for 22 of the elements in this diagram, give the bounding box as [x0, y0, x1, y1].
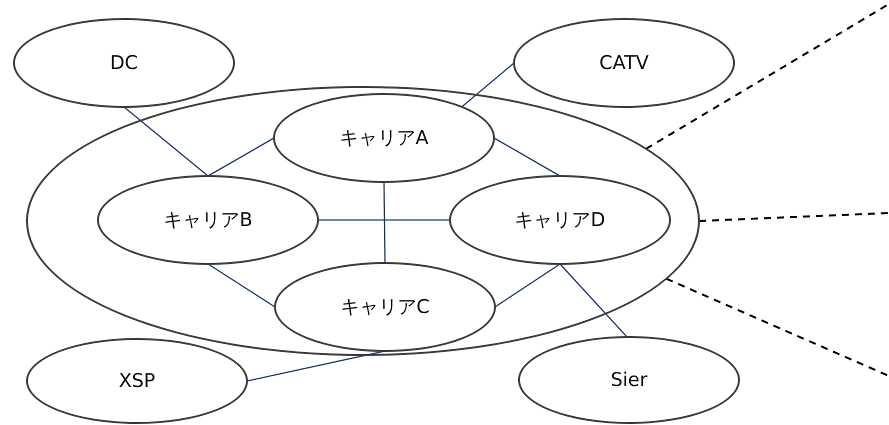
- connector-line: [560, 264, 628, 338]
- node-label: XSP: [118, 370, 156, 392]
- connector-line: [494, 137, 560, 177]
- connector-line: [461, 62, 514, 108]
- node-label: CATV: [599, 52, 649, 74]
- dashed-line: [646, 3, 889, 150]
- connector-line: [494, 263, 560, 308]
- connector-line: [208, 263, 276, 308]
- connector-line: [208, 137, 274, 177]
- node-label: キャリアC: [340, 295, 430, 320]
- group-ellipse: [26, 86, 700, 356]
- node-label: キャリアA: [340, 126, 428, 151]
- node-label: キャリアD: [514, 208, 606, 233]
- dashed-line: [666, 278, 889, 377]
- connector-line: [318, 219, 450, 221]
- connector-line: [246, 350, 386, 382]
- dashed-line: [698, 212, 889, 222]
- connector-line: [383, 182, 386, 263]
- node-label: キャリアB: [163, 208, 253, 233]
- node-label: DC: [110, 52, 138, 74]
- connector-line: [124, 106, 208, 176]
- node-label: Sier: [610, 369, 648, 391]
